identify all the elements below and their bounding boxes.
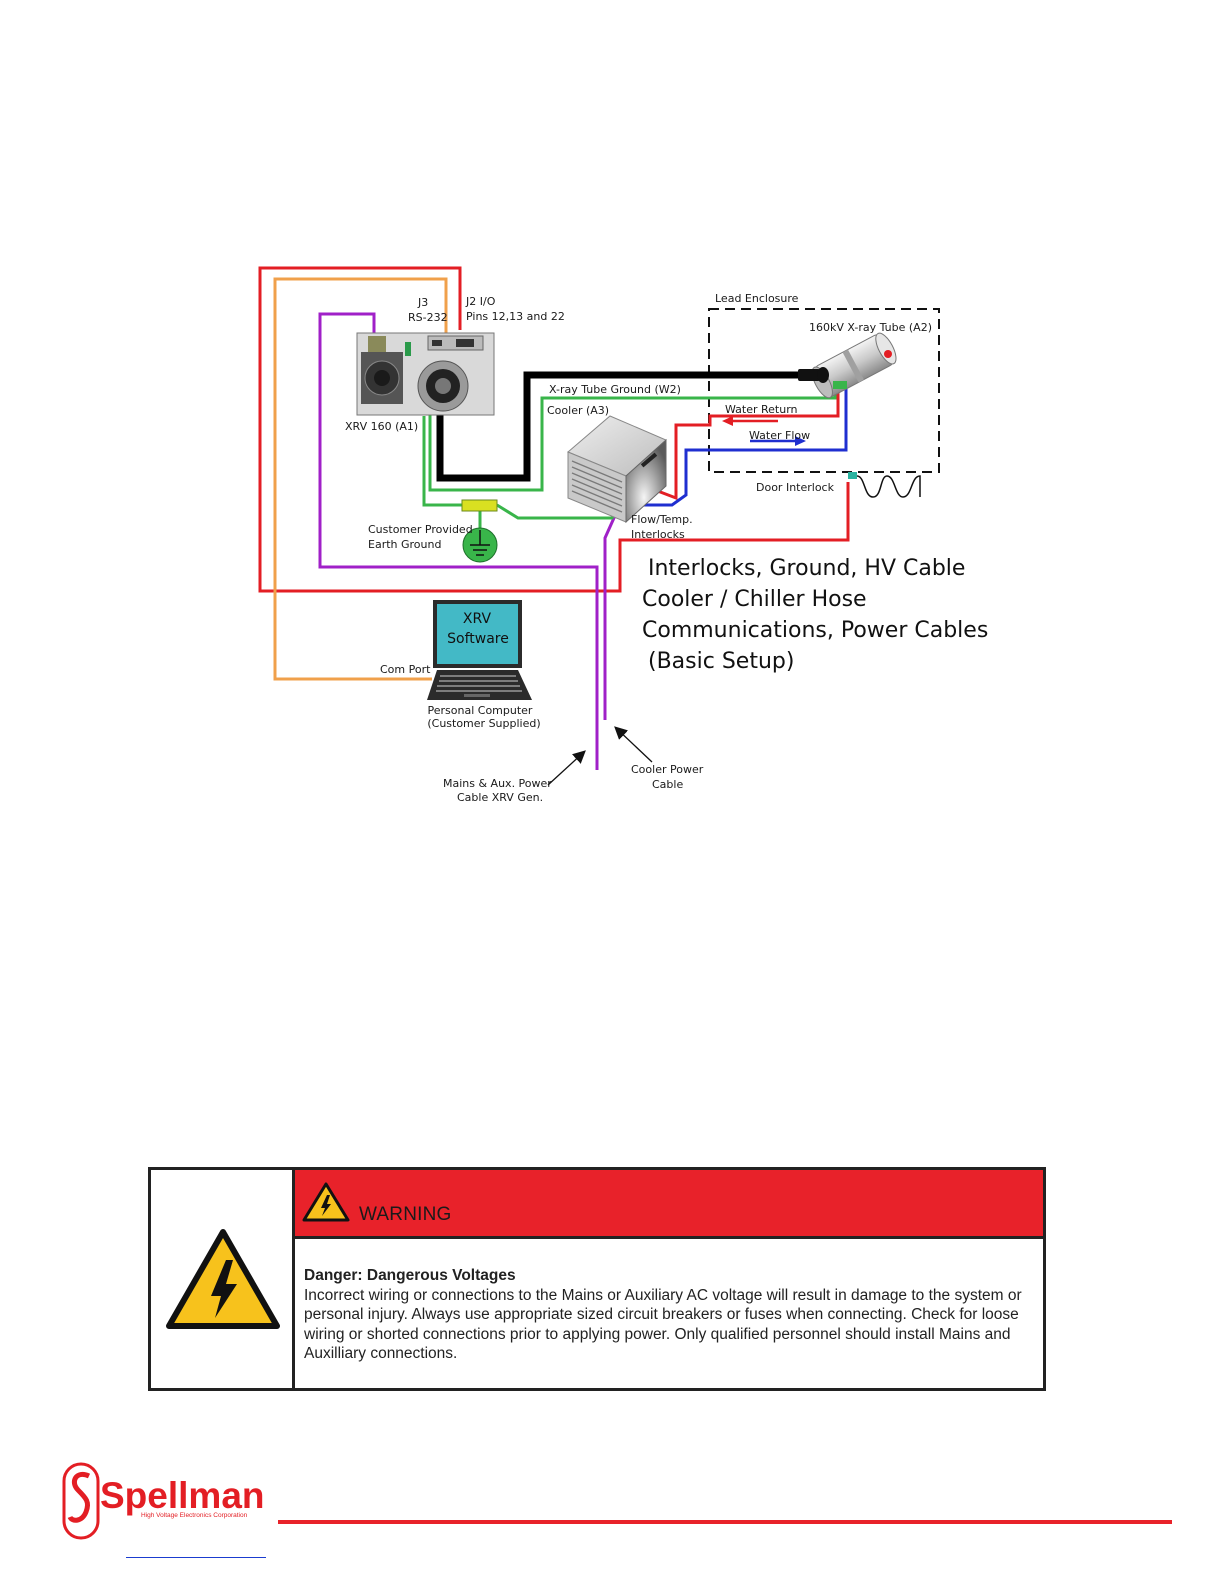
logo-tagline: High Voltage Electronics Corporation	[141, 1512, 248, 1519]
logo-text: Spellman	[100, 1475, 265, 1516]
spellman-logo: Spellman High Voltage Electronics Corpor…	[62, 1462, 265, 1540]
warning-title: WARNING	[359, 1204, 452, 1225]
red-interlock-wire	[258, 266, 850, 593]
water-flow-hose	[628, 386, 848, 507]
caption-line-4: (Basic Setup)	[648, 649, 794, 674]
label-pins: Pins 12,13 and 22	[466, 310, 565, 323]
mains-pointer-arrow	[547, 750, 586, 786]
warning-triangle-icon	[302, 1182, 350, 1222]
warning-heading: Danger: Dangerous Voltages	[304, 1267, 516, 1284]
label-flow-temp: Flow/Temp.	[631, 513, 693, 526]
laptop-screen-line-2: Software	[447, 631, 509, 647]
label-earth-ground-2: Earth Ground	[368, 538, 441, 551]
label-mains-1: Mains & Aux. Power	[443, 777, 552, 790]
green-tube-ground-wire	[428, 385, 837, 492]
label-pc-1: Personal Computer	[428, 704, 533, 717]
label-door-interlock: Door Interlock	[756, 481, 835, 494]
label-j3: J3	[417, 296, 428, 309]
label-cooler-power-1: Cooler Power	[631, 763, 704, 776]
caption-line-1: Interlocks, Ground, HV Cable	[648, 556, 965, 581]
label-xrv160: XRV 160 (A1)	[345, 420, 418, 433]
label-j2io: J2 I/O	[465, 295, 496, 308]
label-cooler: Cooler (A3)	[547, 404, 609, 417]
label-cooler-power-2: Cable	[652, 778, 683, 791]
caption-line-3: Communications, Power Cables	[642, 618, 988, 643]
label-lead-enclosure: Lead Enclosure	[715, 292, 799, 305]
xray-tube	[798, 332, 897, 399]
label-water-flow: Water Flow	[749, 429, 810, 442]
green-ground-wire	[422, 416, 462, 507]
footer-link-underline[interactable]	[126, 1557, 266, 1558]
high-voltage-warning-icon	[166, 1229, 280, 1329]
label-rs232: RS-232	[408, 311, 448, 324]
water-return-arrowhead	[722, 416, 733, 426]
label-interlocks: Interlocks	[631, 528, 685, 541]
xrv160-generator	[356, 332, 495, 416]
warning-text: Danger: Dangerous Voltages Incorrect wir…	[304, 1266, 1035, 1364]
warning-box: WARNING Danger: Dangerous Voltages Incor…	[148, 1167, 1046, 1391]
label-water-return: Water Return	[725, 403, 798, 416]
caption-line-2: Cooler / Chiller Hose	[642, 587, 867, 612]
water-flow-arrowhead	[795, 436, 806, 446]
door-interlock	[848, 472, 921, 498]
warning-icon-panel	[151, 1170, 295, 1388]
cooler-unit	[567, 415, 667, 524]
hv-cable	[436, 371, 815, 482]
label-earth-ground-1: Customer Provided	[368, 523, 473, 536]
cooler-power-pointer-arrow	[614, 726, 653, 763]
label-xray-ground: X-ray Tube Ground (W2)	[549, 383, 681, 396]
orange-com-wire	[273, 277, 448, 681]
label-mains-2: Cable XRV Gen.	[457, 791, 543, 804]
laptop	[427, 600, 532, 700]
warning-header: WARNING	[295, 1170, 1043, 1239]
label-xray-tube: 160kV X-ray Tube (A2)	[809, 321, 932, 334]
laptop-screen-line-1: XRV	[463, 611, 492, 627]
footer-rule	[278, 1520, 1172, 1524]
earth-ground-symbol	[461, 499, 498, 563]
warning-body: Incorrect wiring or connections to the M…	[304, 1286, 1022, 1363]
label-pc-2: (Customer Supplied)	[427, 717, 540, 730]
label-com-port: Com Port	[380, 663, 431, 676]
purple-power-wire-generator	[318, 312, 599, 770]
lead-enclosure	[708, 308, 940, 473]
purple-power-wire-cooler	[603, 499, 624, 720]
